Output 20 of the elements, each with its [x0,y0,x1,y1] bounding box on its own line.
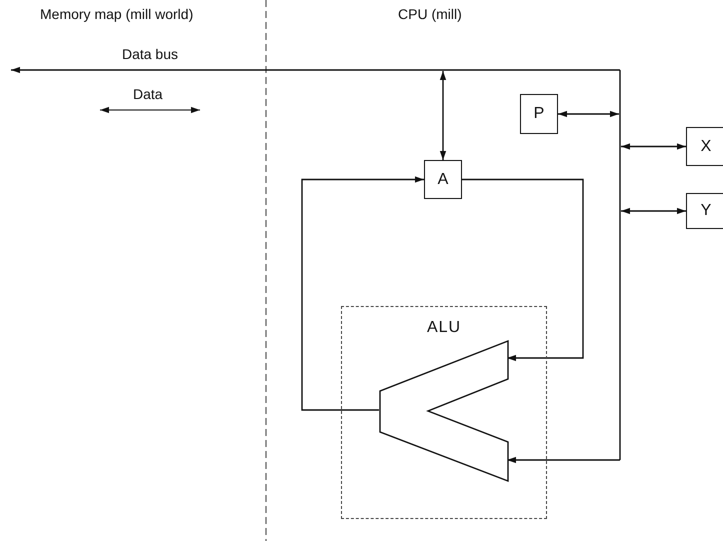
arrow [440,71,446,160]
register-box: X [686,127,723,166]
arrow [621,208,686,214]
arrow [507,456,620,464]
alu-group-box [341,306,547,519]
register-box: Y [686,193,723,229]
edge-label: Data bus [120,46,180,62]
arrow [621,143,686,150]
alu-adder-symbol [378,339,510,483]
arrow [11,66,620,74]
section-heading: Memory map (mill world) [40,6,194,22]
data-bus-line [619,70,621,460]
flow-label: Data [133,86,163,102]
arrow [462,178,584,362]
arrow [558,110,619,118]
section-heading: CPU (mill) [398,6,462,22]
register-box: P [520,94,558,134]
arrow [301,176,424,411]
group-title: ALU [426,319,462,337]
register-box: A [424,160,462,199]
